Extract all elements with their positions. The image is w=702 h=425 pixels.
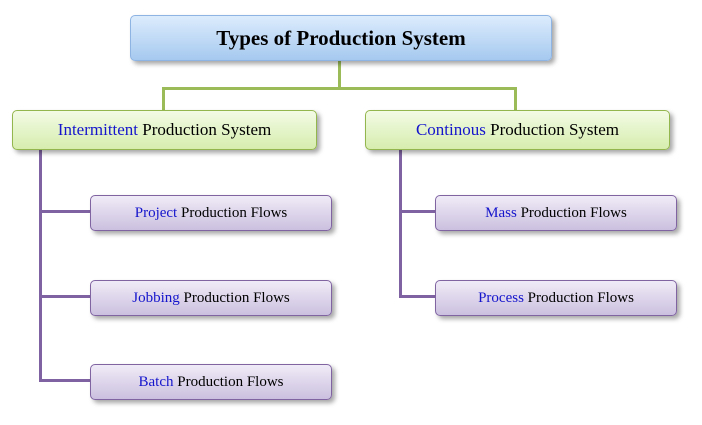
leaf-node-process: Process Production Flows xyxy=(435,280,677,316)
root-node-types-of-production-system: Types of Production System xyxy=(130,15,552,61)
leaf-node-label: Mass Production Flows xyxy=(485,205,627,222)
connector-left-to-batch xyxy=(39,379,90,382)
connector-root-to-left xyxy=(162,87,165,110)
leaf-label-rest: Production Flows xyxy=(523,289,634,306)
branch-label-rest: Production System xyxy=(485,120,620,139)
connector-left-to-jobbing xyxy=(39,295,90,298)
connector-right-trunk xyxy=(399,148,402,298)
leaf-label-rest: Production Flows xyxy=(177,204,288,221)
branch-label-highlight: Continous xyxy=(415,120,486,139)
leaf-node-label: Jobbing Production Flows xyxy=(132,290,290,307)
leaf-node-label: Process Production Flows xyxy=(478,290,634,307)
leaf-node-label: Batch Production Flows xyxy=(138,374,283,391)
leaf-node-jobbing: Jobbing Production Flows xyxy=(90,280,332,316)
connector-right-to-process xyxy=(399,295,435,298)
leaf-node-label: Project Production Flows xyxy=(135,205,288,222)
connector-left-trunk xyxy=(39,148,42,382)
connector-root-stem xyxy=(338,59,341,89)
branch-node-continous: Continous Production System xyxy=(365,110,670,150)
leaf-label-highlight: Batch xyxy=(138,373,174,390)
connector-right-to-mass xyxy=(399,210,435,213)
leaf-node-batch: Batch Production Flows xyxy=(90,364,332,400)
leaf-label-highlight: Project xyxy=(134,204,178,221)
branch-label-highlight: Intermittent xyxy=(57,120,139,139)
connector-root-crossbar xyxy=(162,87,517,90)
connector-left-to-project xyxy=(39,210,90,213)
leaf-label-rest: Production Flows xyxy=(179,289,290,306)
connector-root-to-right xyxy=(514,87,517,110)
branch-node-intermittent: Intermittent Production System xyxy=(12,110,317,150)
branch-label-rest: Production System xyxy=(138,120,272,139)
branch-node-label: Intermittent Production System xyxy=(58,120,271,140)
root-node-label: Types of Production System xyxy=(216,25,466,50)
leaf-label-highlight: Jobbing xyxy=(132,289,180,306)
leaf-label-rest: Production Flows xyxy=(516,204,627,221)
leaf-label-highlight: Mass xyxy=(485,204,517,221)
leaf-label-rest: Production Flows xyxy=(173,373,284,390)
leaf-node-project: Project Production Flows xyxy=(90,195,332,231)
leaf-label-highlight: Process xyxy=(478,289,524,306)
leaf-node-mass: Mass Production Flows xyxy=(435,195,677,231)
branch-node-label: Continous Production System xyxy=(416,120,619,140)
